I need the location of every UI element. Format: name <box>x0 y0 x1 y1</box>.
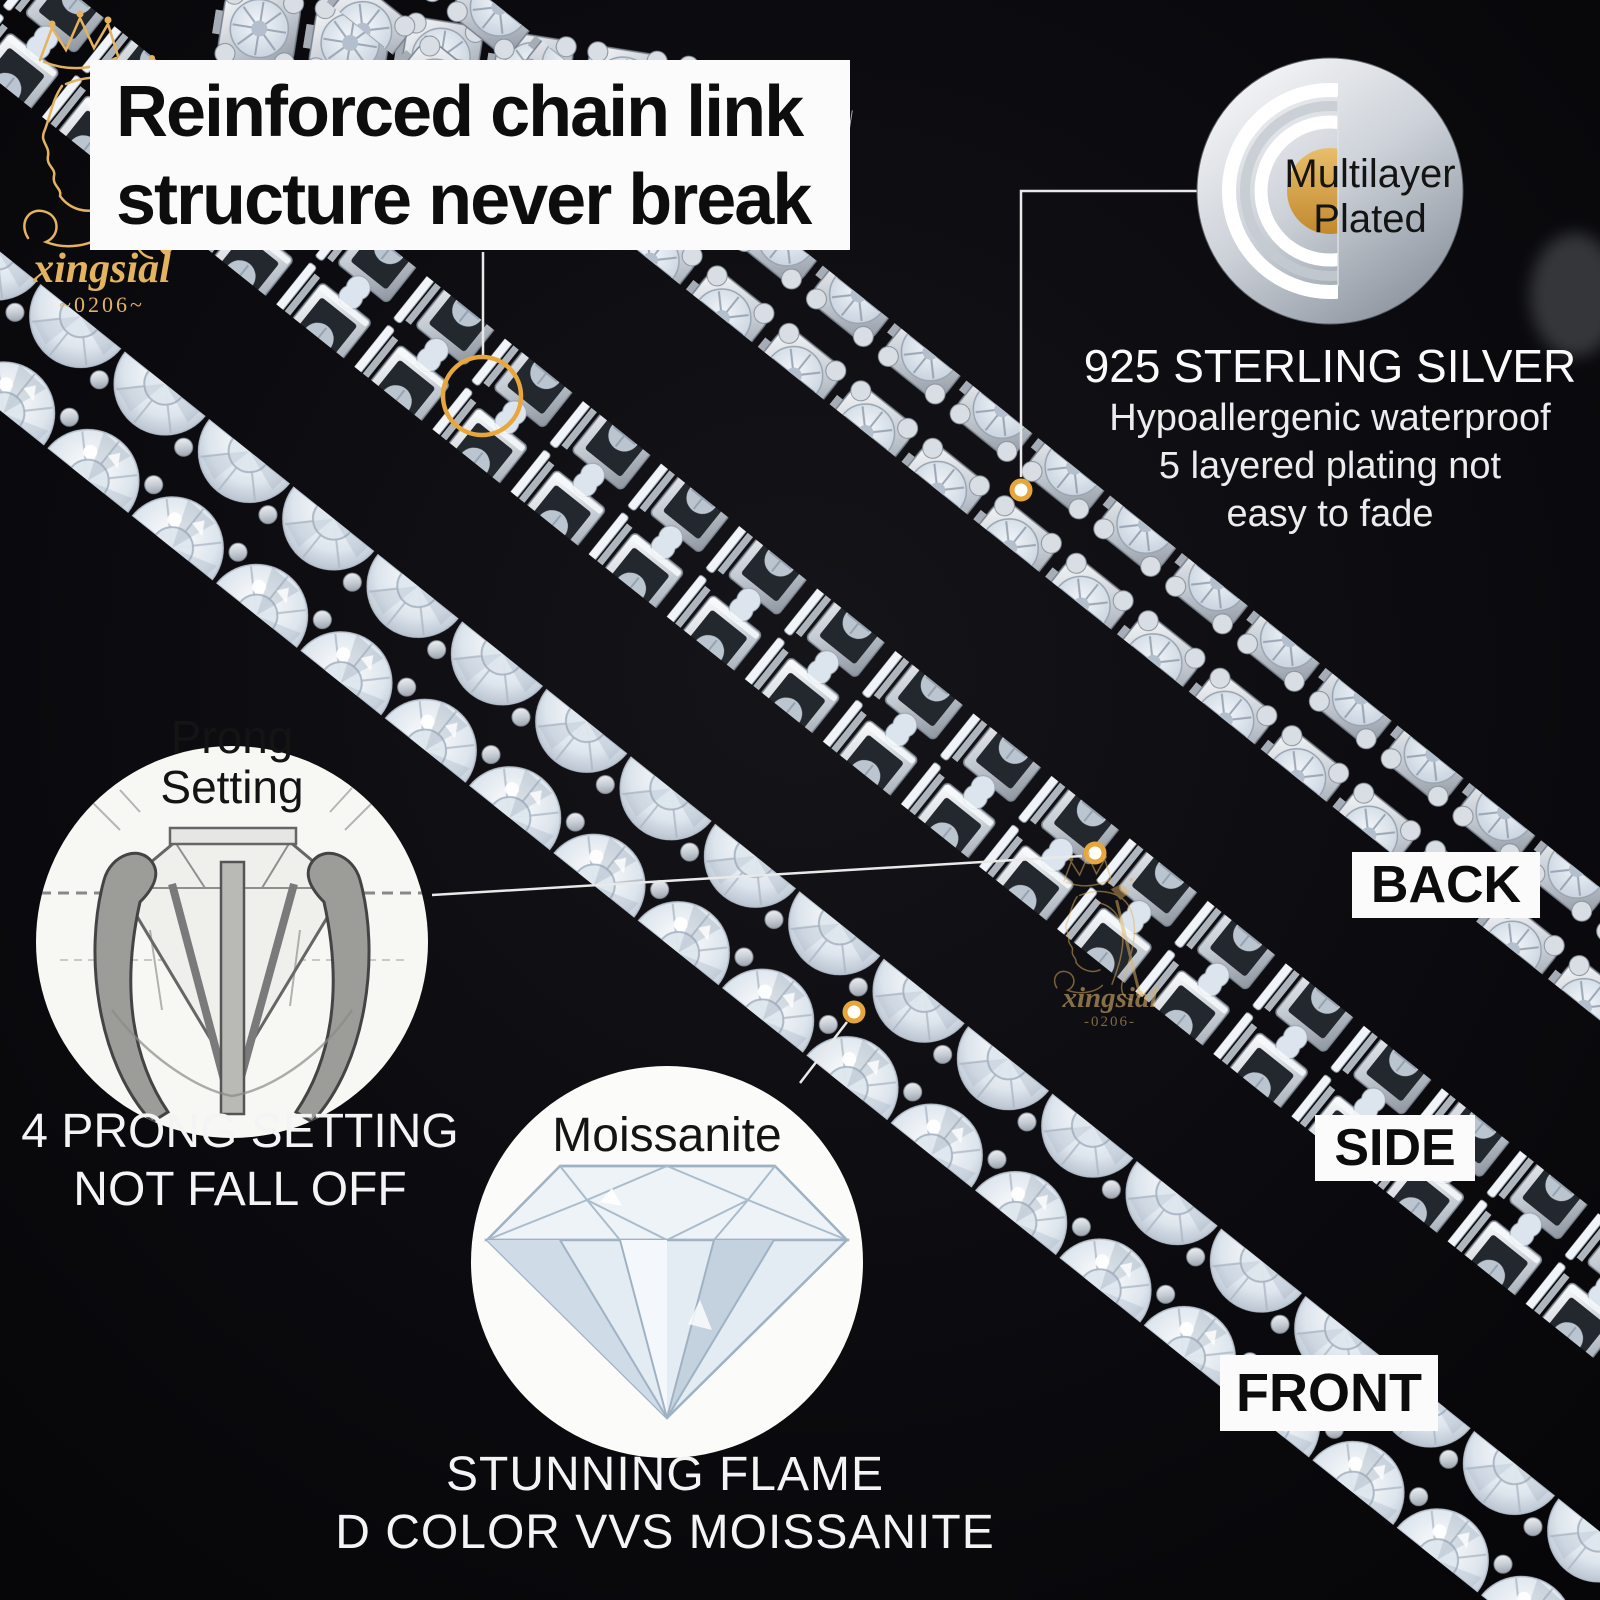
moissanite-circle-label: Moissanite <box>552 1109 782 1162</box>
chain-side <box>0 0 1600 1442</box>
prong-circle-label: Prong Setting <box>82 712 382 812</box>
view-label-side: SIDE <box>1315 1115 1475 1181</box>
anchor-dots <box>842 478 1107 1024</box>
prong-label-line1: Prong <box>170 711 294 763</box>
bokeh-highlight <box>1530 233 1600 357</box>
moissanite-caption-line2: D COLOR VVS MOISSANITE <box>335 1506 995 1559</box>
chain-link-highlight-ring <box>440 354 524 438</box>
badge-leader-line <box>1019 189 1198 477</box>
headline-line2: structure never break <box>116 160 812 240</box>
badge-gold-core <box>1287 148 1338 234</box>
badge-layer-rings <box>1222 83 1338 299</box>
silver-line3: easy to fade <box>1226 493 1434 535</box>
silver-line2: 5 layered plating not <box>1158 445 1502 487</box>
badge-label-line2: Plated <box>1313 197 1427 241</box>
prong-caption-line1: 4 PRONG SETTING <box>21 1105 459 1158</box>
callout-lines <box>431 189 1198 1084</box>
moissanite-caption: STUNNING FLAME D COLOR VVS MOISSANITE <box>310 1446 1020 1562</box>
headline-box: Reinforced chain link structure never br… <box>90 60 850 250</box>
prong-setting-circle <box>36 746 428 1138</box>
moissanite-circle <box>471 1066 863 1458</box>
view-label-front: FRONT <box>1220 1355 1438 1431</box>
headline-line1: Reinforced chain link <box>116 72 804 152</box>
prong-label-line2: Setting <box>160 761 304 813</box>
moissanite-gem <box>483 1164 851 1420</box>
prong-sketch <box>40 787 425 1124</box>
moissanite-anchor-dot <box>842 1000 866 1024</box>
prong-leader-line <box>431 854 1083 897</box>
silver-info-block: 925 STERLING SILVER Hypoallergenic water… <box>1070 338 1590 538</box>
badge-label-line1: Multilayer <box>1284 152 1456 196</box>
brand-name: xingsial <box>33 246 171 292</box>
brand-code: ~0206~ <box>59 292 145 317</box>
watermark-name: xingsial <box>1062 982 1158 1014</box>
silver-anchor-dot <box>1009 478 1033 502</box>
watermark-code: -0206- <box>1084 1014 1136 1030</box>
badge-label: Multilayer Plated <box>1250 152 1490 242</box>
multilayer-badge <box>1196 57 1464 325</box>
moissanite-caption-line1: STUNNING FLAME <box>445 1448 885 1501</box>
moissanite-leader-line <box>799 1021 848 1084</box>
silver-line1: Hypoallergenic waterproof <box>1109 397 1551 439</box>
prong-caption: 4 PRONG SETTING NOT FALL OFF <box>5 1103 475 1219</box>
prong-caption-line2: NOT FALL OFF <box>73 1163 407 1216</box>
view-label-back: BACK <box>1352 852 1540 918</box>
silver-title: 925 STERLING SILVER <box>1083 340 1577 392</box>
